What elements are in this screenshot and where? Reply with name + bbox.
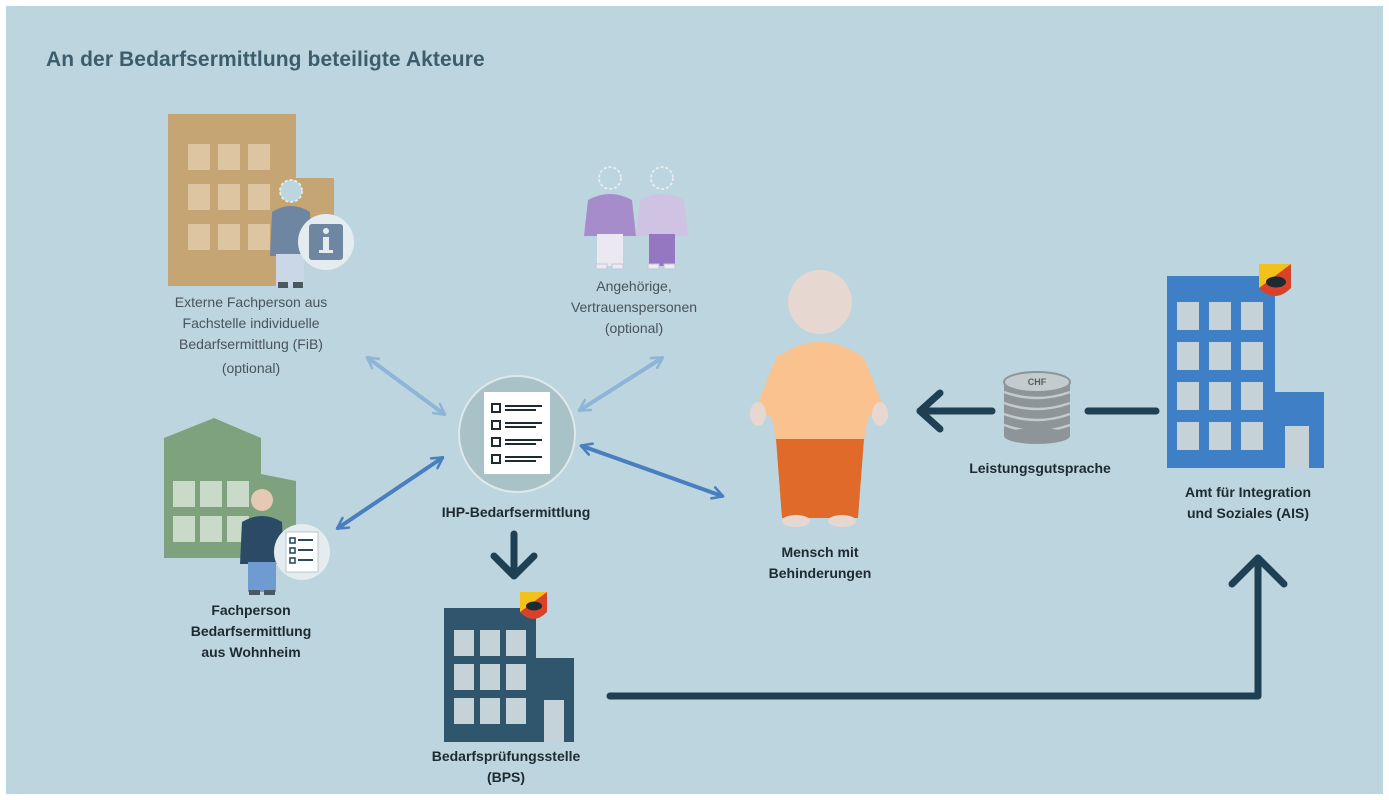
arrow-ais-person <box>916 389 1160 433</box>
ihp-checklist-icon <box>458 375 576 493</box>
label-ihp: IHP-Bedarfsermittlung <box>416 502 616 523</box>
label-line: (optional) <box>604 320 664 336</box>
arrow-wohnheim-ihp <box>338 456 442 530</box>
arrow-bps-ais <box>606 554 1288 700</box>
ais-bern-bear-emblem-icon <box>1259 264 1291 296</box>
label-fib: Externe Fachperson aus Fachstelle indivi… <box>136 292 366 379</box>
chf-coin-stack-icon: CHF <box>1003 371 1071 444</box>
label-line: Leistungsgutsprache <box>969 460 1111 476</box>
label-line: Fachstelle individuelle <box>182 315 320 331</box>
person-figure <box>750 270 888 527</box>
label-line: Vertrauenspersonen <box>570 299 698 315</box>
coin-label: CHF <box>1028 377 1047 387</box>
label-line: Angehörige, <box>596 278 672 294</box>
arrow-ihp-person <box>582 446 722 496</box>
label-line: Mensch mit <box>781 544 859 560</box>
diagram-artwork: CHF <box>164 114 1324 742</box>
label-line: Bedarfsprüfungsstelle <box>431 748 581 764</box>
label-person: Mensch mit Behinderungen <box>720 542 920 584</box>
label-line: Behinderungen <box>768 565 872 581</box>
label-line: und Soziales (AIS) <box>1186 505 1310 521</box>
label-line: (optional) <box>221 360 281 376</box>
info-icon <box>298 214 354 270</box>
wohnheim-person <box>240 489 284 595</box>
relative-figure-2 <box>636 166 688 270</box>
label-bps: Bedarfsprüfungsstelle (BPS) <box>406 746 606 788</box>
ais-building <box>1167 276 1324 468</box>
bps-bern-bear-emblem-icon <box>520 592 547 619</box>
arrow-fib-ihp <box>368 356 444 416</box>
bps-building <box>444 608 574 742</box>
label-ais: Amt für Integration und Soziales (AIS) <box>1148 482 1348 524</box>
label-line: (BPS) <box>486 769 526 785</box>
relative-figure-1 <box>584 166 636 270</box>
label-line: Amt für Integration <box>1185 484 1311 500</box>
arrow-ihp-bps <box>490 530 538 580</box>
label-guarantee: Leistungsgutsprache <box>950 458 1130 479</box>
label-wohnheim: Fachperson Bedarfsermittlung aus Wohnhei… <box>156 600 346 663</box>
label-relatives: Angehörige, Vertrauenspersonen (optional… <box>534 276 734 339</box>
label-line: Externe Fachperson aus <box>174 294 328 310</box>
arrow-relatives-ihp <box>580 356 662 412</box>
label-line: Bedarfsermittlung (FiB) <box>179 336 323 352</box>
diagram-canvas: CHF <box>6 6 1383 794</box>
page-title: An der Bedarfsermittlung beteiligte Akte… <box>46 48 485 71</box>
label-line: Bedarfsermittlung <box>190 623 312 639</box>
checklist-badge-icon <box>274 524 330 580</box>
label-line: IHP-Bedarfsermittlung <box>441 504 591 520</box>
label-line: aus Wohnheim <box>201 644 301 660</box>
label-line: Fachperson <box>211 602 291 618</box>
